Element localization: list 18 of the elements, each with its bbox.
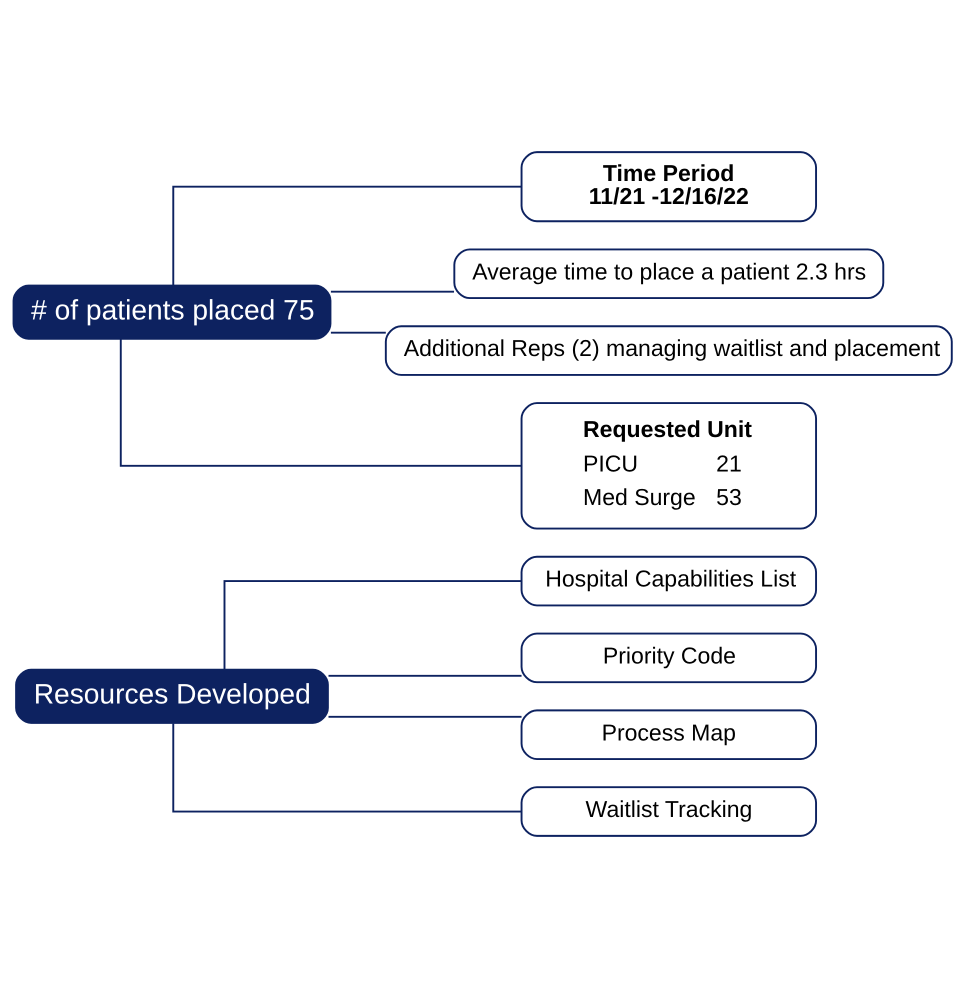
node-box: Process Map bbox=[520, 709, 818, 760]
connector bbox=[330, 290, 454, 293]
connector bbox=[328, 674, 522, 677]
node-box: Hospital Capabilities List bbox=[520, 556, 818, 606]
node-box: Average time to place a patient 2.3 hrs bbox=[453, 248, 884, 300]
connector bbox=[330, 332, 386, 334]
node-box: Additional Reps (2) managing waitlist and placement bbox=[384, 325, 953, 376]
connector bbox=[172, 724, 522, 812]
node-box: Waitlist Tracking bbox=[520, 786, 818, 837]
node-box: Time Period 11/21 -12/16/22 bbox=[520, 151, 818, 222]
connector bbox=[120, 339, 522, 467]
node-box: Priority Code bbox=[520, 632, 818, 684]
connector bbox=[172, 186, 522, 285]
connector bbox=[224, 580, 522, 669]
node-box: Requested Unit PICU 21 Med Surge 53 bbox=[520, 402, 818, 530]
connector bbox=[328, 716, 522, 718]
node-box: Resources Developed bbox=[15, 668, 329, 724]
node-box: # of patients placed 75 bbox=[12, 284, 332, 340]
